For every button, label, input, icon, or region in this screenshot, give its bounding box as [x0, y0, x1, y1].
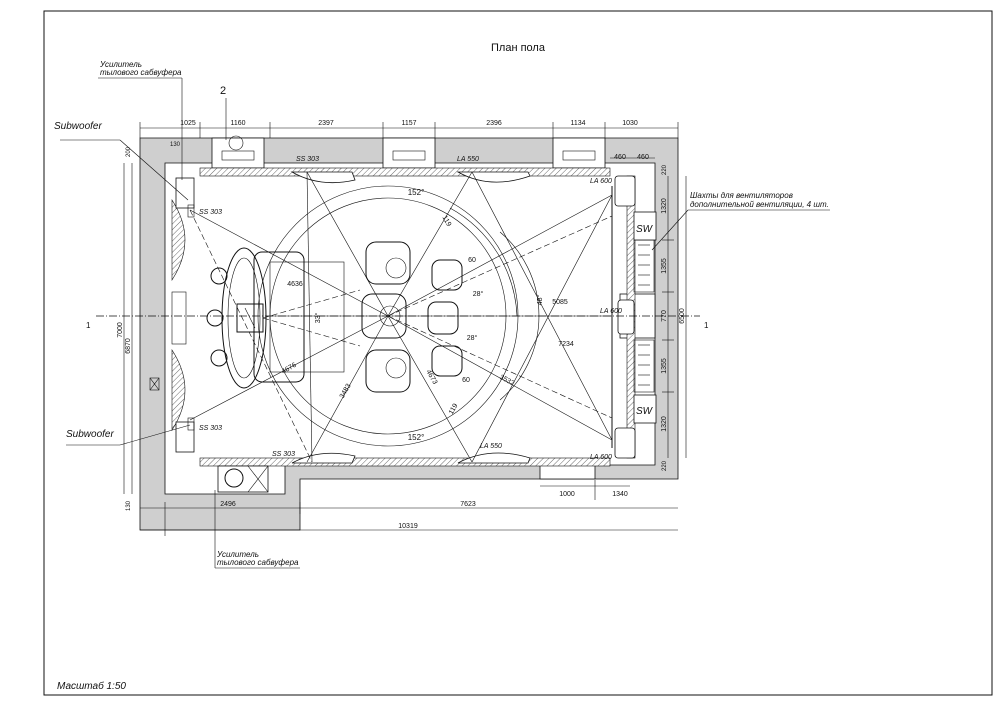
dim-bottom: 1340: [612, 491, 628, 498]
sw-bottom-label: SW: [636, 406, 654, 417]
speaker-labels: SS 303 SS 303 LA 550 LA 600 LA 600 LA 60…: [199, 156, 622, 461]
dim-left: 6870: [125, 338, 132, 354]
dim-top: 1157: [401, 120, 416, 127]
dim-right-top: 460: [614, 154, 626, 161]
speakers: [175, 171, 657, 493]
dimension-lines: [123, 122, 687, 536]
speaker-ss-bot-left: SS 303: [199, 425, 222, 432]
furniture: [206, 241, 463, 393]
marker-2: 2: [220, 85, 226, 97]
speaker-ss-top: SS 303: [296, 156, 319, 163]
dim-bottom: 2496: [220, 501, 236, 508]
angle-label: 119: [448, 403, 460, 416]
axis-label-left: 1: [86, 321, 91, 330]
amp-top-label-1: Усилитель: [99, 60, 142, 69]
dim-right: 1320: [661, 198, 668, 214]
room-dim: 3532: [498, 374, 515, 388]
sheet-frame: [43, 10, 993, 696]
amp-bottom-label-2: тылового сабвуфера: [217, 558, 299, 567]
leader-lines: [60, 77, 830, 569]
amp-top-label-2: тылового сабвуфера: [100, 68, 182, 77]
angle-label: 48°: [536, 295, 544, 306]
speaker-la600-mid: LA 600: [600, 308, 622, 315]
speaker-la-top: LA 550: [457, 156, 479, 163]
dim-left: 7000: [117, 322, 124, 338]
speaker-la600-top: LA 600: [590, 178, 612, 185]
speaker-ss-bot: SS 303: [272, 451, 295, 458]
sw-top-label: SW: [636, 224, 654, 235]
labels: Усилитель тылового сабвуфера Subwoofer S…: [54, 60, 829, 692]
angle-label: 28°: [467, 334, 478, 342]
amp-bottom-label-1: Усилитель: [216, 550, 259, 559]
subwoofer-top-label: Subwoofer: [54, 121, 102, 132]
dim-left-small: 200: [126, 146, 132, 157]
room-dim: 3483: [339, 383, 353, 400]
room-dim: 7234: [558, 341, 574, 348]
dim-top: 2397: [318, 120, 334, 127]
dim-right-total: 6500: [679, 308, 686, 324]
room-dimensions: 4636 5085 7234 4676 3483 4673 3532: [281, 281, 574, 400]
page-title: План пола: [491, 42, 546, 54]
dim-top: 1134: [570, 120, 585, 127]
room-dim: 4676: [281, 362, 298, 376]
speaker-ss-top-left: SS 303: [199, 209, 222, 216]
subwoofer-bottom-label: Subwoofer: [66, 429, 114, 440]
speaker-la600-bot: LA 600: [590, 454, 612, 461]
dim-right-small: 220: [662, 164, 668, 175]
angle-label: 152°: [408, 433, 425, 442]
axis-label-right: 1: [704, 321, 709, 330]
shafts-label-1: Шахты для вентиляторов: [690, 191, 793, 200]
dim-right: 1355: [661, 258, 668, 274]
walls: [139, 137, 679, 531]
right-dimensions: 1320 1355 770 1355 1320 6500 220 220: [661, 164, 686, 471]
dim-bottom: 7623: [460, 501, 476, 508]
acoustic-geometry: [96, 171, 700, 463]
dim-bottom: 1000: [559, 491, 575, 498]
dim-top: 2396: [486, 120, 502, 127]
dim-left-small: 130: [126, 500, 132, 511]
shafts-label-2: дополнительной вентиляции, 4 шт.: [690, 200, 829, 209]
angle-label: 28°: [473, 290, 484, 298]
dim-top: 1160: [230, 120, 245, 127]
angle-label: 119: [440, 215, 452, 228]
room-dim: 4636: [287, 281, 303, 288]
angles: 152° 119 60 28° 48° 33° 28° 60 119 152°: [314, 188, 544, 442]
dim-right: 1355: [661, 358, 668, 374]
scale-label: Масштаб 1:50: [57, 680, 126, 692]
dim-right-small: 220: [662, 460, 668, 471]
speaker-la-bot: LA 550: [480, 443, 502, 450]
bottom-dimensions: 2496 7623 1000 1340 10319: [220, 491, 628, 530]
angle-label: 152°: [408, 188, 425, 197]
angle-label: 33°: [314, 313, 322, 324]
angle-label: 60: [468, 257, 476, 264]
dim-top: 1025: [180, 120, 196, 127]
dim-bottom-total: 10319: [398, 523, 418, 530]
angle-label: 60: [462, 377, 470, 384]
top-dimensions: 1025 1160 2397 1157 2396 1134 1030 460 4…: [180, 120, 649, 161]
dim-right: 1320: [661, 416, 668, 432]
left-dimensions: 7000 6870 200 130 130: [117, 142, 181, 511]
dim-right-top: 460: [637, 154, 649, 161]
dim-right: 770: [661, 310, 668, 322]
room-dim: 5085: [552, 299, 568, 306]
dim-left-small: 130: [170, 142, 181, 148]
dim-top: 1030: [622, 120, 638, 127]
